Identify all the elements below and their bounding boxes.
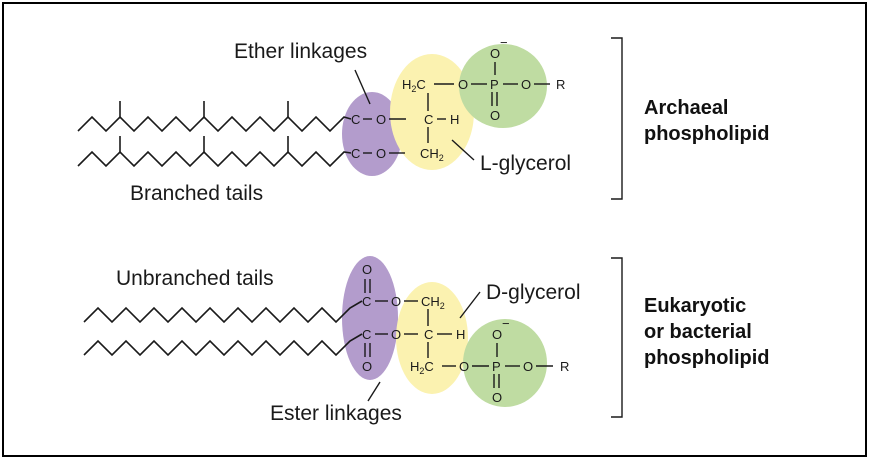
tail-branches — [119, 101, 289, 152]
d-glycerol-label: D-glycerol — [486, 281, 581, 304]
ester-linkage-region — [342, 256, 398, 380]
archaeal-bracket — [611, 37, 623, 200]
bacterial-phosphate-region — [463, 319, 547, 407]
phosphate-o-top-b: O — [492, 327, 502, 342]
archaeal-title-line2: phospholipid — [644, 123, 770, 145]
phosphate-o-ester-b: O — [459, 359, 469, 374]
ether-c-lower: C — [351, 146, 360, 161]
bacterial-title-line1: Eukaryotic — [644, 295, 746, 317]
phosphate-o-r: O — [521, 77, 531, 92]
ester-o-carbonyl-upper: O — [362, 262, 372, 277]
phosphate-charge-b: − — [502, 316, 510, 331]
glycerol-h2c-b: H2C — [410, 359, 434, 376]
glycerol-h2c: H2C — [402, 77, 426, 94]
archaeal-title-line1: Archaeal — [644, 97, 729, 119]
phosphate-r-b: R — [560, 359, 569, 374]
ether-linkages-label: Ether linkages — [234, 40, 367, 63]
ether-o-upper: O — [376, 112, 386, 127]
glycerol-h: H — [450, 112, 459, 127]
phosphate-charge: − — [500, 35, 508, 50]
ester-c-upper: C — [362, 294, 371, 309]
phosphate-o-ester: O — [458, 77, 468, 92]
phosphate-o-top: O — [490, 46, 500, 61]
glycerol-c-center: C — [424, 112, 433, 127]
glycerol-c-center-b: C — [424, 327, 433, 342]
leader-line — [354, 69, 371, 105]
archaeal-phospholipid: C O C O H2C C H CH2 O P O − O O R Ether … — [77, 35, 770, 205]
leader-line — [459, 291, 481, 319]
ester-o-upper: O — [391, 294, 401, 309]
branched-tails-label: Branched tails — [130, 182, 263, 205]
bacterial-title-line3: phospholipid — [644, 347, 770, 369]
leader-line — [367, 381, 381, 402]
ester-o-lower: O — [391, 327, 401, 342]
ether-linkage-region — [342, 92, 402, 176]
ether-c-upper: C — [351, 112, 360, 127]
branched-tail-lower — [77, 150, 352, 168]
leader-line — [451, 139, 475, 161]
phosphate-o-r-b: O — [523, 359, 533, 374]
phosphate-o-bottom: O — [490, 108, 500, 123]
ester-linkages-label: Ester linkages — [270, 402, 402, 425]
branched-tail-upper — [77, 115, 352, 133]
glycerol-ch2-top: CH2 — [421, 294, 445, 311]
glycerol-ch2: CH2 — [420, 146, 444, 163]
ester-c-lower: C — [362, 327, 371, 342]
l-glycerol-label: L-glycerol — [480, 152, 571, 175]
phosphate-p: P — [490, 77, 499, 92]
phosphate-r: R — [556, 77, 565, 92]
unbranched-tail-lower — [83, 333, 363, 357]
bacterial-bracket — [611, 257, 623, 418]
ether-o-lower: O — [376, 146, 386, 161]
unbranched-tails-label: Unbranched tails — [116, 267, 274, 290]
ester-o-carbonyl-lower: O — [362, 359, 372, 374]
unbranched-tail-upper — [83, 300, 363, 324]
bacterial-title-line2: or bacterial — [644, 321, 752, 343]
phosphate-p-b: P — [492, 359, 501, 374]
bacterial-phospholipid: O C O C O O CH2 C H H2C O P O − O O — [83, 256, 770, 425]
archaeal-phosphate-region — [459, 44, 547, 128]
glycerol-h-b: H — [456, 327, 465, 342]
phosphate-o-bottom-b: O — [492, 390, 502, 405]
